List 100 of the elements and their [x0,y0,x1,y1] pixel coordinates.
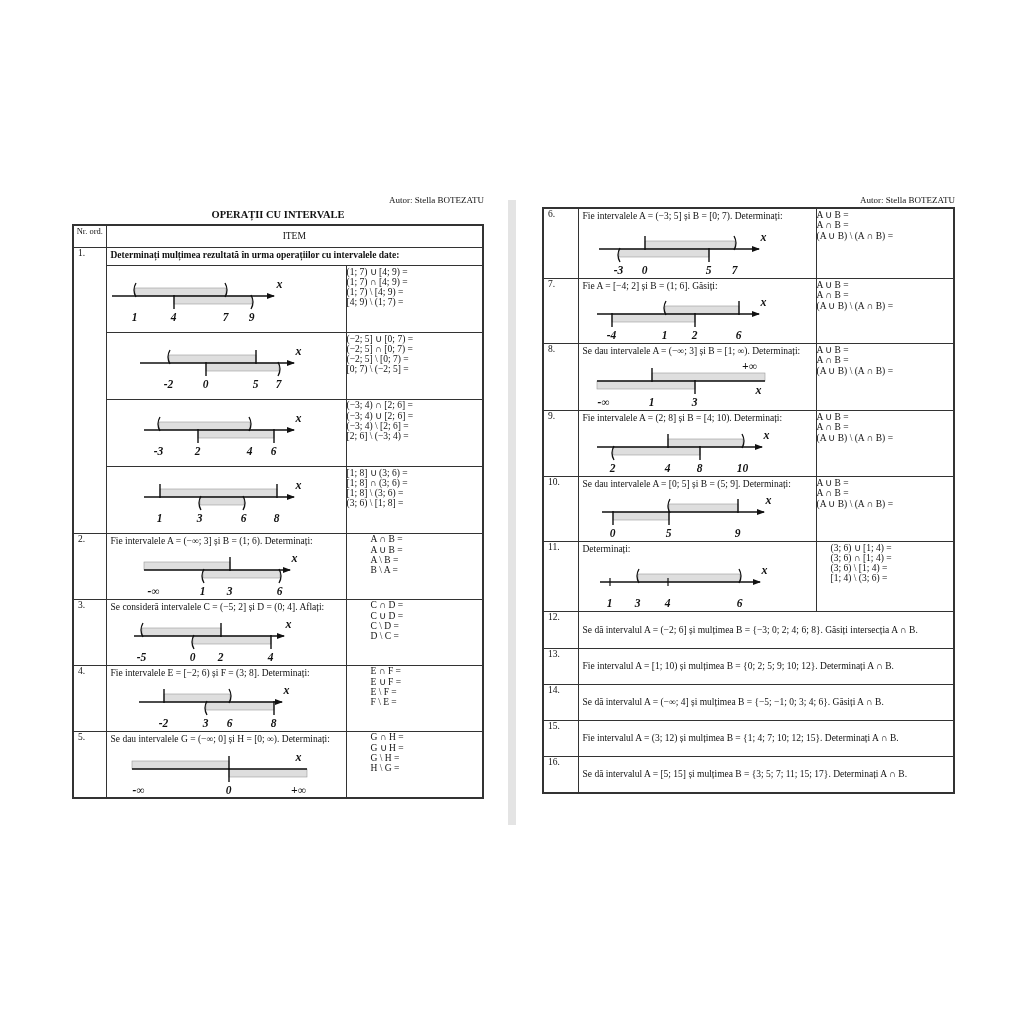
expression: (−2; 5] \ [0; 7) = [346,353,410,364]
axis-label: x [765,493,772,506]
expression: (1; 7) ∩ [4; 9) = [346,276,409,287]
tick-label: 3 [226,584,233,597]
expression: A ∩ B = [816,220,850,230]
expression: C ∩ D = [369,599,405,610]
axis-label: x [276,277,283,290]
axis-label: x [760,231,767,243]
tick-label: -∞ [597,395,610,408]
expression: (−3; 4) ∪ [2; 6] = [346,410,415,421]
tick-label: -2 [163,377,174,390]
item-number: 14. [547,683,561,697]
tick-label: 6 [736,596,743,609]
tick-label: 6 [735,328,742,341]
expression: [1; 8] \ (3; 6) = [346,487,405,498]
tick-label: 3 [691,395,698,408]
tick-label: 5 [252,377,259,390]
author-note: Autor: Stella BOTEZATU [859,195,955,207]
expression: (−2; 5] ∪ [0; 7) = [346,332,415,344]
item-number: 7. [547,277,557,291]
expression: [1; 8] ∩ (3; 6) = [346,477,409,488]
expression: G ∩ H = [369,731,405,742]
expression: A ∪ B = [816,410,850,422]
tick-label: 1 [156,511,163,524]
expression: (A ∪ B) \ (A ∩ B) = [816,230,894,241]
expression: E ∩ F = [369,665,402,676]
axis-label: x [295,478,302,491]
expression: (−3; 4) \ [2; 6] = [346,420,410,431]
expression: (1; 7) \ [4; 9) = [346,286,405,297]
item-number: 1. [77,246,87,260]
tick-label: -∞ [132,783,145,796]
tick-label: 3 [196,511,203,524]
question-text: Determinați: [581,542,632,556]
expression: (A ∪ B) \ (A ∩ B) = [816,431,894,443]
expression: A ∪ B = [816,278,850,290]
tick-label: 2 [691,328,698,341]
question-text: Fie intervalele A = (−∞; 3] și B = (1; 6). Determinați: [109,534,314,548]
question-text: Fie intervalul A = (3; 12) și mulțimea B = {1; 4; 7; 10; 12; 15}. Determinați A ∩ B. [581,732,900,745]
tick-label: 5 [705,264,712,276]
expression: A ∪ B = [816,343,850,355]
item-number: 10. [547,475,561,489]
expression: E \ F = [369,686,398,697]
question-text: Fie intervalele A = (−3; 5] și B = [0; 7). Determinați: [581,210,784,223]
tick-label: 7 [731,264,738,276]
tick-label: 0 [202,377,209,390]
expression: (A ∪ B) \ (A ∩ B) = [816,299,894,311]
column-header: ITEM [281,231,307,242]
expression: E ∪ F = [369,675,403,687]
question-text: Fie A = [−4; 2] și B = (1; 6]. Găsiți: [581,279,719,293]
expression: A \ B = [369,554,400,565]
axis-label: x [760,295,767,308]
tick-label: 1 [199,584,206,597]
expression: (3; 6) ∩ [1; 4) = [829,552,893,563]
item-number: 3. [77,598,87,612]
tick-label: 1 [648,395,655,408]
expression: [1; 8] ∪ (3; 6) = [346,466,409,478]
tick-label: 4 [246,444,253,457]
expression: (−2; 5] ∩ [0; 7) = [346,343,414,354]
page-title: OPERAȚII CU INTERVALE [210,209,346,220]
item-number: 16. [547,755,561,769]
expression: [0; 7) \ (−2; 5] = [346,363,410,374]
question-text: Se dă intervalul A = [5; 15] și mulțimea B = {3; 5; 7; 11; 15; 17}. Determinați A ∩ B. [581,768,908,782]
expression: [4; 9) \ (1; 7) = [346,296,405,307]
tick-label: +∞ [291,783,306,796]
item-number: 5. [77,730,87,744]
tick-label: -5 [136,650,147,663]
tick-label: 7 [222,310,229,323]
expression: (3; 6) \ [1; 8] = [346,497,405,508]
tick-label: 8 [273,511,280,524]
expression: [1; 4) \ (3; 6) = [829,572,889,583]
axis-label: x [291,551,298,564]
item-number: 12. [547,610,561,624]
expression: B \ A = [369,564,399,575]
tick-label: 1 [131,310,138,323]
tick-label: 6 [240,511,247,524]
tick-label: 10 [736,461,749,474]
tick-label: 3 [634,596,641,609]
expression: A ∪ B = [816,476,850,488]
tick-label: 5 [665,526,672,539]
expression: [2; 6] \ (−3; 4) = [346,430,410,441]
expression: (A ∪ B) \ (A ∩ B) = [816,497,894,509]
question-text: Se dă intervalul A = (−∞; 4] și mulțimea B = {−5; −1; 0; 3; 4; 6}. Găsiți A ∩ B. [581,696,885,709]
question-text: Fie intervalele E = [−2; 6) și F = (3; 8]. Determinați: [109,666,311,680]
tick-label: 9 [248,310,255,323]
tick-label: -3 [153,444,164,457]
tick-label: -2 [158,716,169,729]
expression: G ∪ H = [369,741,405,753]
expression: A ∩ B = [816,487,850,498]
expression: (3; 6) \ [1; 4) = [829,562,889,573]
expression: (A ∪ B) \ (A ∩ B) = [816,364,894,376]
tick-label: 6 [276,584,283,597]
expression: A ∩ B = [816,289,850,300]
tick-label: 6 [226,716,233,729]
expression: (3; 6) ∪ [1; 4) = [829,541,893,553]
item-number: 13. [547,647,561,661]
tick-label: 4 [664,461,671,474]
question-text: Se dau intervalele A = [0; 5] și B = (5; 9]. Determinați: [581,477,792,491]
tick-label: 8 [696,461,703,474]
tick-label: +∞ [742,359,757,372]
tick-label: 4 [170,310,177,323]
